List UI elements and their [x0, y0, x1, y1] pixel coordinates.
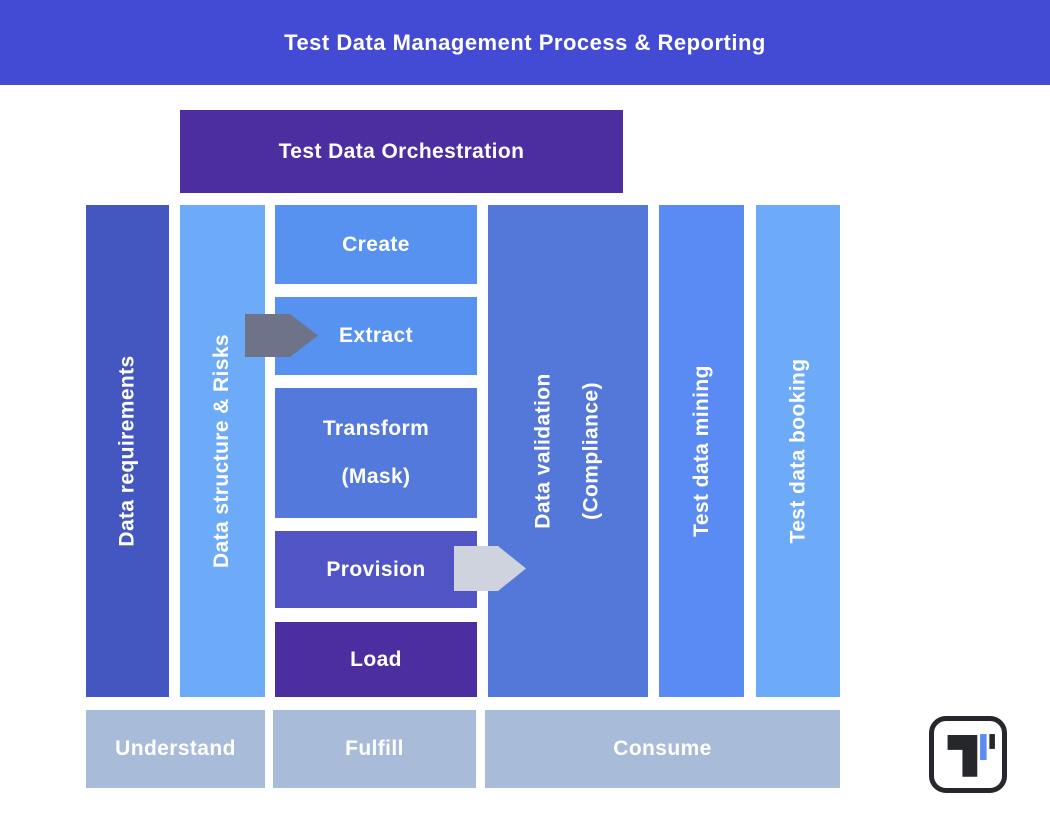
phase-fulfill: Fulfill — [273, 710, 476, 788]
step-create-label: Create — [342, 232, 410, 256]
page-title: Test Data Management Process & Reporting — [284, 29, 766, 55]
step-extract: Extract — [275, 297, 477, 375]
step-load: Load — [275, 622, 477, 697]
header-banner: Test Data Management Process & Reporting — [0, 0, 1050, 85]
step-transform-line2: (Mask) — [341, 465, 411, 488]
phase-consume: Consume — [485, 710, 840, 788]
column-test-data-mining-label: Test data mining — [689, 365, 713, 537]
step-extract-label: Extract — [338, 324, 413, 347]
data-validation-line2: (Compliance) — [580, 382, 603, 520]
step-transform-mask: Transform (Mask) — [275, 388, 477, 518]
column-test-data-booking-label: Test data booking — [786, 358, 810, 544]
step-load-label: Load — [350, 647, 402, 671]
step-create: Create — [275, 205, 477, 284]
column-data-validation-label: Data validation (Compliance) — [520, 373, 616, 528]
column-data-structure-risks-label: Data structure & Risks — [210, 333, 234, 569]
step-provision-label: Provision — [326, 557, 426, 581]
column-data-validation: Data validation (Compliance) — [488, 205, 648, 697]
column-data-requirements: Data requirements — [86, 205, 169, 697]
step-transform-line1: Transform — [322, 417, 430, 440]
column-data-requirements-label: Data requirements — [115, 355, 139, 547]
data-validation-line1: Data validation — [532, 373, 555, 529]
phase-understand: Understand — [86, 710, 265, 788]
phase-fulfill-label: Fulfill — [345, 737, 404, 760]
column-test-data-mining: Test data mining — [659, 205, 744, 697]
column-data-structure-risks: Data structure & Risks — [180, 205, 265, 697]
step-provision: Provision — [275, 531, 477, 608]
orchestration-label: Test Data Orchestration — [278, 139, 525, 163]
phase-consume-label: Consume — [613, 737, 712, 760]
orchestration-banner: Test Data Orchestration — [180, 110, 623, 193]
column-test-data-booking: Test data booking — [756, 205, 840, 697]
phase-understand-label: Understand — [115, 737, 236, 760]
brand-logo — [929, 716, 1007, 793]
t-logo-icon — [947, 734, 995, 777]
